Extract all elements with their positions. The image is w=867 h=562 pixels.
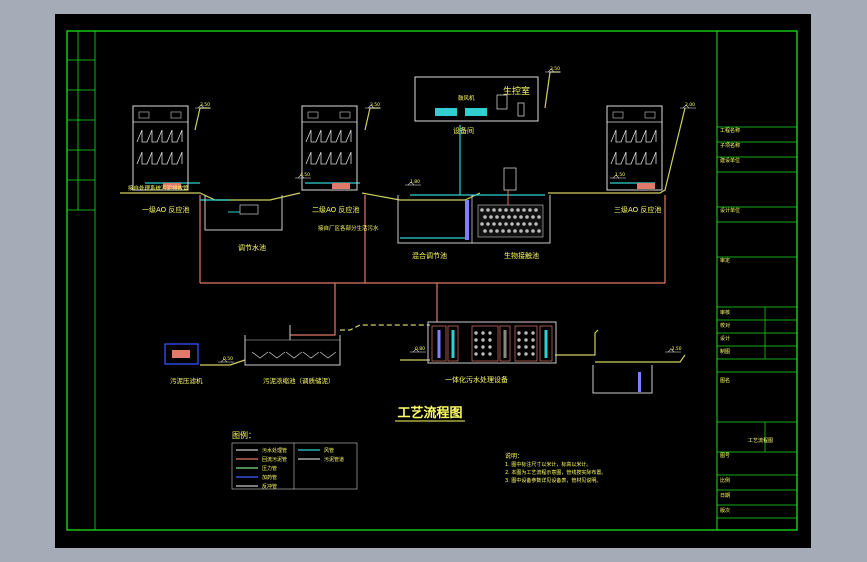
svg-text:-2.50: -2.50: [670, 346, 682, 352]
title-block-label: 图号: [720, 453, 730, 459]
elevation-marker: 3.50: [365, 102, 381, 109]
note-line: 2. 本图为工艺流程示意图，管线按实际布置。: [505, 469, 606, 476]
svg-text:3.50: 3.50: [550, 66, 560, 72]
title-block-label: 版次: [720, 507, 730, 514]
binding-strip: [67, 31, 96, 530]
ao-tank-2-label: 二级AO 反应池: [312, 205, 359, 214]
title-block-drawing-name: 工艺流程图: [748, 437, 773, 444]
adjust-tank-label: 调节水池: [238, 243, 266, 252]
discharge-tank: [592, 365, 653, 394]
elevation-marker: 3.50: [545, 66, 561, 73]
elevation-marker: 3.50: [195, 102, 211, 109]
legend-item: 污水处理管: [236, 447, 287, 454]
title-block-label: 设计: [720, 335, 730, 342]
elevation-marker: 1.50: [610, 172, 626, 179]
ao-tank-3: 三级AO 反应池: [606, 105, 663, 214]
equipment-room-label: 设备间: [453, 126, 474, 135]
elevation-marker: 4.50: [295, 172, 311, 179]
mix-tank-label: 混合调节池: [412, 251, 447, 260]
title-block-label: 工程名称: [720, 127, 740, 134]
svg-text:1.50: 1.50: [615, 172, 625, 178]
svg-text:3.50: 3.50: [200, 102, 210, 108]
title-block-label: 制图: [720, 348, 730, 355]
legend-item: 回流污泥管: [236, 456, 287, 463]
svg-text:2.00: 2.00: [685, 102, 695, 108]
elevation-marker: 0.80: [410, 346, 426, 353]
mix-bio-tank: 混合调节池 生物接触池: [397, 167, 551, 260]
title-block-label: 建设单位: [720, 157, 740, 164]
legend-label: 加药管: [262, 474, 277, 481]
elevation-marker: 1.80: [405, 179, 421, 186]
drawing-sheet: [55, 14, 811, 548]
elevation-marker: 0.50: [218, 356, 234, 363]
title-block-label: 审核: [720, 309, 730, 316]
ao-tank-2: 二级AO 反应池: [301, 105, 359, 214]
legend-label: 回流污泥管: [262, 456, 287, 463]
sludge-tank: 污泥浓缩池（调质储泥）: [244, 325, 341, 385]
title-block-label: 图名: [720, 377, 730, 384]
legend-label: 压力管: [262, 465, 277, 472]
elevation-marker: -2.50: [665, 346, 682, 353]
note-line: 1. 图中标注尺寸以米计，标高以米计。: [505, 461, 591, 468]
annotation-sludge-discharge: 接自处理系统污泥排放管: [128, 184, 189, 192]
legend-item: 加药管: [236, 474, 277, 481]
legend-label: 污泥管道: [324, 456, 344, 463]
title-block-label: 日期: [720, 493, 730, 499]
svg-text:1.80: 1.80: [410, 179, 420, 185]
integrated-unit-label: 一体化污水处理设备: [445, 375, 508, 384]
svg-text:0.50: 0.50: [223, 356, 233, 362]
title-block-label: 比例: [720, 477, 730, 484]
legend-item: 污泥管道: [298, 456, 344, 463]
annotation-domestic-sewage: 接自厂区各部分生活污水: [318, 224, 379, 232]
adjust-tank: 调节水池: [204, 195, 283, 252]
title-block-label: 设计单位: [720, 207, 740, 214]
ao-tank-1: 一级AO 反应池: [132, 105, 189, 214]
drawing-frame: [66, 30, 798, 531]
sludge-tank-label: 污泥浓缩池（调质储泥）: [263, 376, 335, 385]
svg-text:4.50: 4.50: [300, 172, 310, 178]
blower-label: 鼓风机: [458, 94, 475, 102]
note-line: 3. 图中设备参数详见设备表，管材见说明。: [505, 477, 601, 484]
drawing-title: 工艺流程图: [397, 405, 462, 421]
control-room-label: 生控室: [503, 85, 530, 97]
legend-item: 反冲管: [236, 483, 277, 490]
legend-title: 图例：: [232, 430, 256, 440]
sludge-press: 污泥压滤机: [164, 343, 203, 385]
title-block-label: 校对: [720, 322, 730, 329]
bio-tank-label: 生物接触池: [504, 251, 539, 260]
title-block-label: 子项名称: [720, 142, 740, 149]
title-block-label: 审定: [720, 257, 730, 264]
svg-text:3.50: 3.50: [370, 102, 380, 108]
legend-label: 风管: [324, 447, 334, 454]
svg-text:0.80: 0.80: [415, 346, 425, 352]
notes-title: 说明：: [505, 452, 523, 460]
elevation-marker: 2.00: [680, 102, 696, 109]
sludge-press-label: 污泥压滤机: [170, 376, 203, 385]
legend-label: 反冲管: [262, 483, 277, 490]
notes: 说明： 1. 图中标注尺寸以米计，标高以米计。2. 本图为工艺流程示意图，管线按…: [505, 452, 606, 484]
legend-item: 风管: [298, 447, 334, 454]
ao-tank-3-label: 三级AO 反应池: [614, 205, 661, 214]
integrated-treatment-unit: 一体化污水处理设备: [427, 321, 557, 384]
ao-tank-1-label: 一级AO 反应池: [142, 205, 189, 214]
control-room: 生控室 设备间 鼓风机: [414, 76, 539, 135]
legend-item: 压力管: [236, 465, 277, 472]
legend-label: 污水处理管: [262, 447, 287, 454]
